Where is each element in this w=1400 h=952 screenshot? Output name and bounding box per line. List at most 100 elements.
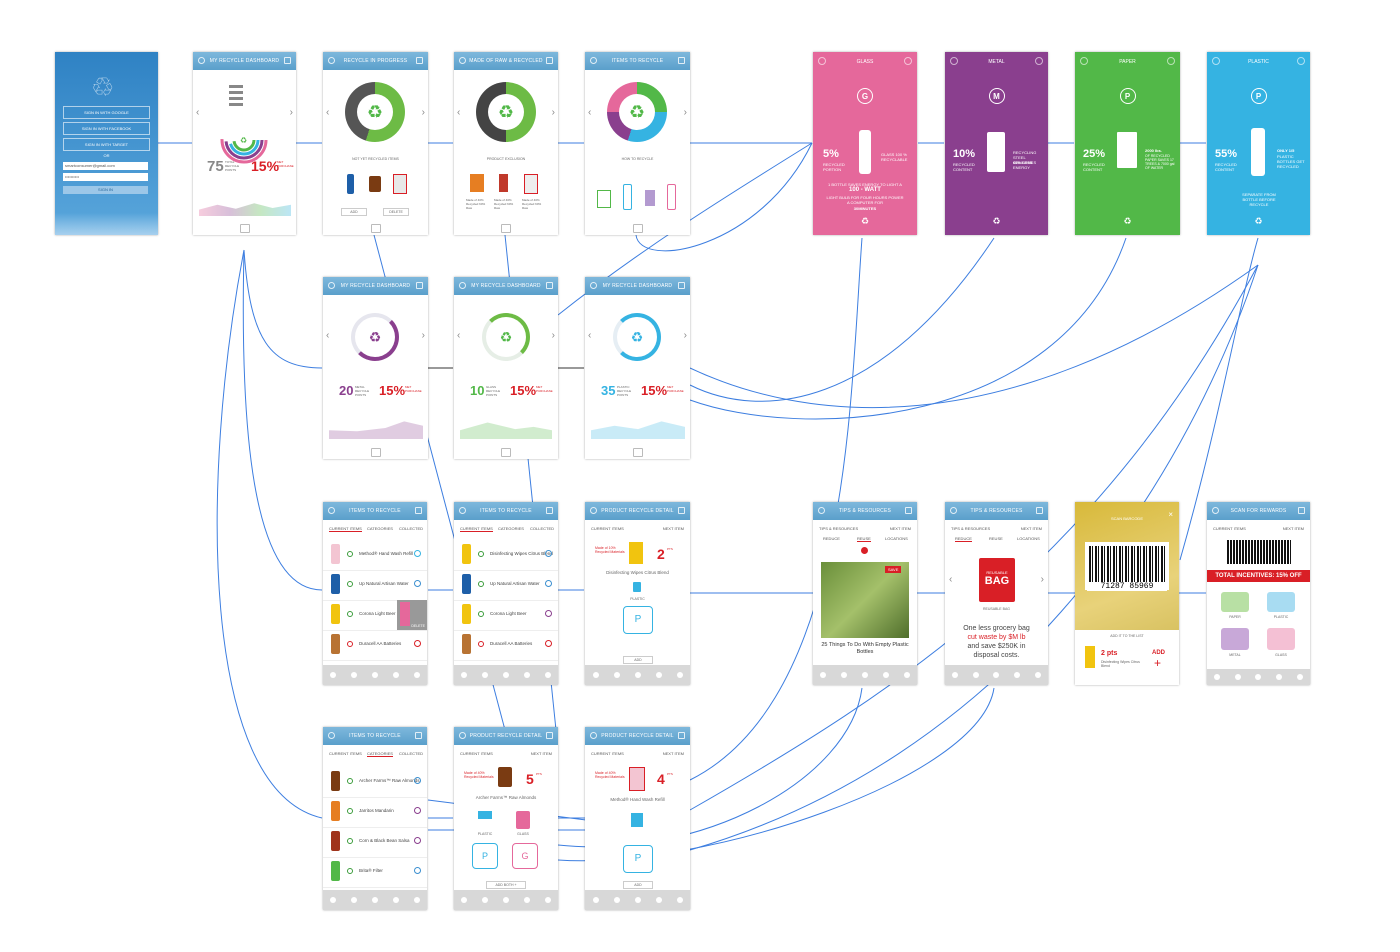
tab-categories[interactable]: CATEGORIES <box>367 526 393 531</box>
next-item-link[interactable]: NEXT ITEM <box>889 526 911 531</box>
menu-icon[interactable] <box>459 57 466 64</box>
scan-icon[interactable] <box>1036 507 1043 514</box>
recycle-bin-icon[interactable] <box>370 224 381 233</box>
tab-locations[interactable]: LOCATIONS <box>885 536 908 541</box>
prev-item-link[interactable]: TIPS & RESOURCES <box>819 526 859 531</box>
scan-icon[interactable] <box>546 282 553 289</box>
home-icon[interactable] <box>330 672 337 678</box>
next-item-link[interactable]: NEXT ITEM <box>530 751 552 756</box>
profile-icon[interactable] <box>676 897 683 903</box>
plastic-bin-icon[interactable]: P <box>623 606 653 634</box>
history-icon[interactable] <box>502 897 509 903</box>
signin-button[interactable]: SIGN IN <box>63 186 148 194</box>
home-icon[interactable] <box>592 897 599 903</box>
scan-icon[interactable] <box>1297 57 1305 65</box>
next-item-link[interactable]: NEXT ITEM <box>662 526 684 531</box>
next-arrow[interactable]: › <box>421 107 425 118</box>
tab-current-items[interactable]: CURRENT ITEMS <box>329 526 362 532</box>
save-button[interactable]: SAVE <box>885 566 902 573</box>
menu-icon[interactable] <box>459 732 466 739</box>
list-item[interactable]: Corona Light Beer DELETE <box>323 600 427 631</box>
history-icon[interactable] <box>993 672 1000 678</box>
prev-arrow[interactable]: ‹ <box>949 574 953 585</box>
prev-item-link[interactable]: CURRENT ITEMS <box>591 751 624 756</box>
scan-icon[interactable] <box>546 57 553 64</box>
google-signin-button[interactable]: SIGN IN WITH GOOGLE <box>63 106 150 119</box>
list-item[interactable]: Disinfecting Wipes Citrus Blend <box>454 540 558 571</box>
scan-icon[interactable] <box>546 732 553 739</box>
paper-bin[interactable] <box>1221 592 1249 612</box>
prev-arrow[interactable]: ‹ <box>326 107 330 118</box>
scan-icon[interactable] <box>678 57 685 64</box>
glass-bin-icon[interactable]: G <box>512 843 538 869</box>
list-item[interactable]: Up Natural Artisan Water <box>323 570 427 601</box>
list-item[interactable]: Jarritos Mandarin <box>323 797 427 828</box>
profile-icon[interactable] <box>1034 672 1041 678</box>
menu-icon[interactable] <box>328 732 335 739</box>
tips-icon[interactable] <box>972 672 979 678</box>
tab-collected[interactable]: COLLECTED <box>530 526 555 531</box>
prev-arrow[interactable]: ‹ <box>588 107 592 118</box>
add-button[interactable]: ADD <box>341 208 367 216</box>
menu-icon[interactable] <box>590 732 597 739</box>
history-icon[interactable] <box>634 672 641 678</box>
next-arrow[interactable]: › <box>551 107 555 118</box>
scan-icon[interactable] <box>678 507 685 514</box>
scan-icon[interactable] <box>904 57 912 65</box>
history-icon[interactable] <box>371 897 378 903</box>
recycle-bin-icon[interactable] <box>632 448 643 457</box>
tips-icon[interactable] <box>1234 674 1241 680</box>
tips-icon[interactable] <box>613 897 620 903</box>
home-icon[interactable] <box>592 672 599 678</box>
menu-icon[interactable] <box>459 282 466 289</box>
menu-icon[interactable] <box>328 507 335 514</box>
prev-arrow[interactable]: ‹ <box>196 107 200 118</box>
email-field[interactable]: smartconsumer@gmail.com <box>63 162 148 170</box>
home-icon[interactable] <box>461 672 468 678</box>
tab-collected[interactable]: COLLECTED <box>399 526 424 531</box>
prev-item-link[interactable]: TIPS & RESOURCES <box>951 526 991 531</box>
next-item-link[interactable]: NEXT ITEM <box>1282 526 1304 531</box>
next-item-link[interactable]: NEXT ITEM <box>1020 526 1042 531</box>
prev-arrow[interactable]: ‹ <box>588 330 592 341</box>
home-icon[interactable] <box>952 672 959 678</box>
recycle-icon[interactable] <box>655 672 662 678</box>
prev-item-link[interactable]: CURRENT ITEMS <box>591 526 624 531</box>
menu-icon[interactable] <box>198 57 205 64</box>
history-icon[interactable] <box>634 897 641 903</box>
menu-icon[interactable] <box>1212 507 1219 514</box>
prev-item-link[interactable]: CURRENT ITEMS <box>1213 526 1246 531</box>
tab-current-items[interactable]: CURRENT ITEMS <box>460 526 493 532</box>
recycle-icon[interactable] <box>655 897 662 903</box>
scan-icon[interactable] <box>678 732 685 739</box>
tips-icon[interactable] <box>482 672 489 678</box>
profile-icon[interactable] <box>544 897 551 903</box>
menu-icon[interactable] <box>328 282 335 289</box>
menu-icon[interactable] <box>590 57 597 64</box>
list-item[interactable]: Corona Light Beer <box>454 600 558 631</box>
recycle-icon[interactable] <box>1014 672 1021 678</box>
add-button[interactable]: ADD <box>623 656 653 664</box>
profile-icon[interactable] <box>544 672 551 678</box>
list-item[interactable]: Method® Hand Wash Refill <box>323 540 427 571</box>
recycle-bin-icon[interactable] <box>370 448 381 457</box>
tab-categories[interactable]: CATEGORIES <box>498 526 524 531</box>
add-button[interactable]: ADD <box>1152 650 1165 656</box>
prev-arrow[interactable]: ‹ <box>457 330 461 341</box>
add-button[interactable]: ADD <box>623 881 653 889</box>
scan-icon[interactable] <box>416 57 423 64</box>
scan-icon[interactable] <box>1167 57 1175 65</box>
menu-icon[interactable] <box>459 507 466 514</box>
tab-locations[interactable]: LOCATIONS <box>1017 536 1040 541</box>
recycle-bin-icon[interactable] <box>501 224 511 233</box>
menu-icon[interactable] <box>1080 57 1088 65</box>
tab-reduce[interactable]: REDUCE <box>955 536 972 542</box>
list-item[interactable]: Duracell AA Batteries <box>323 630 427 661</box>
recycle-icon[interactable] <box>1276 674 1283 680</box>
recycle-bin-icon[interactable] <box>501 448 511 457</box>
delete-swipe[interactable]: DELETE <box>397 600 427 630</box>
scan-icon[interactable] <box>1035 57 1043 65</box>
history-icon[interactable] <box>1255 674 1262 680</box>
plastic-bin[interactable] <box>1267 592 1295 612</box>
tab-reuse[interactable]: REUSE <box>857 536 871 542</box>
